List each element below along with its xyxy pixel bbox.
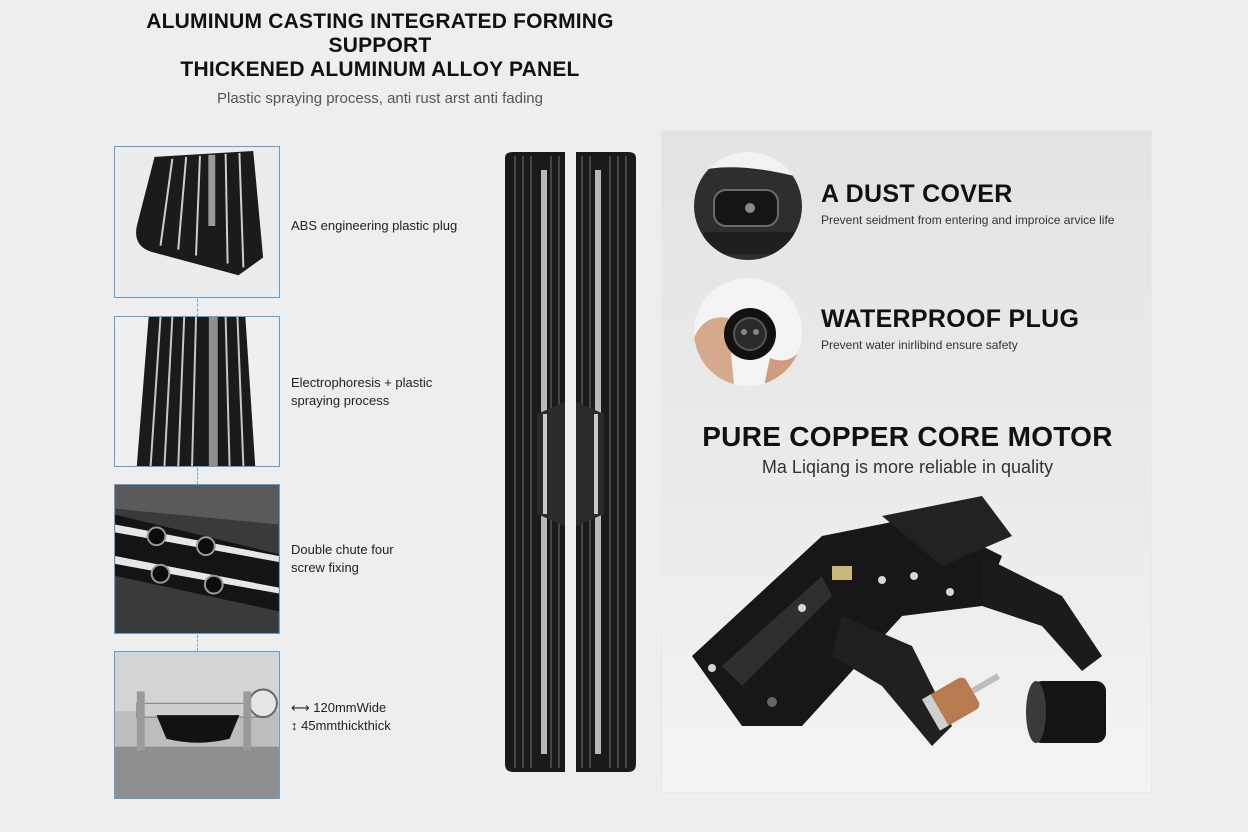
dust-cover-photo-icon bbox=[694, 152, 802, 260]
rail-left-icon bbox=[505, 152, 565, 772]
connector bbox=[197, 635, 198, 651]
caliper-photo-icon bbox=[115, 652, 279, 798]
feature-label-coating: Electrophoresis + plastic spraying proce… bbox=[291, 374, 432, 410]
page-title-line-2: THICKENED ALUMINUM ALLOY PANEL bbox=[180, 58, 580, 81]
motor-heading: PURE COPPER CORE MOTOR bbox=[702, 421, 1113, 452]
thumb-end-plug bbox=[114, 146, 280, 298]
waterproof-plug-photo-icon bbox=[694, 278, 802, 386]
feature-label-line: spraying process bbox=[291, 393, 390, 408]
page-subtitle: Plastic spraying process, anti rust arst… bbox=[217, 90, 543, 107]
rail-right-icon bbox=[576, 152, 636, 772]
motor-subheading: Ma Liqiang is more reliable in quality bbox=[761, 457, 1054, 477]
connector bbox=[197, 299, 198, 316]
screw-fixing-photo-icon bbox=[115, 485, 279, 633]
waterproof-plug-heading: WATERPROOF PLUG bbox=[821, 305, 1080, 333]
connector bbox=[197, 468, 198, 484]
motor-assembly-photo-icon bbox=[692, 496, 1106, 746]
feature-label-dimensions: ⟷ 120mmWide ↕ 45mmthickthick bbox=[291, 699, 391, 735]
feature-panel: A DUST COVER Prevent seidment from enter… bbox=[661, 130, 1152, 793]
running-board-rail-right bbox=[574, 152, 638, 772]
feature-label-plug: ABS engineering plastic plug bbox=[291, 217, 457, 235]
feature-label-width: ⟷ 120mmWide bbox=[291, 700, 387, 715]
running-board-rail-left bbox=[503, 152, 567, 772]
feature-label-line: screw fixing bbox=[291, 560, 359, 575]
feature-label-line: Electrophoresis + plastic bbox=[291, 375, 433, 390]
page-title-line-1: ALUMINUM CASTING INTEGRATED FORMING SUPP… bbox=[146, 10, 614, 57]
thumb-screw-fixing bbox=[114, 484, 280, 634]
feature-label-thickness: ↕ 45mmthickthick bbox=[291, 718, 391, 733]
waterproof-plug-desc: Prevent water inirlibind ensure safety bbox=[821, 338, 1018, 352]
thumb-profile bbox=[114, 316, 280, 467]
motor-assembly-photo bbox=[682, 496, 1142, 786]
dust-cover-heading: A DUST COVER bbox=[821, 180, 1013, 208]
thumb-caliper-measure bbox=[114, 651, 280, 799]
feature-label-screws: Double chute four screw fixing bbox=[291, 541, 394, 577]
header: ALUMINUM CASTING INTEGRATED FORMING SUPP… bbox=[100, 10, 660, 108]
dust-cover-desc: Prevent seidment from entering and impro… bbox=[821, 213, 1115, 227]
waterproof-plug-photo bbox=[694, 278, 802, 386]
profile-photo-icon bbox=[115, 317, 279, 466]
end-plug-photo-icon bbox=[115, 147, 279, 297]
dust-cover-photo bbox=[694, 152, 802, 260]
feature-label-line: ABS engineering plastic plug bbox=[291, 218, 458, 233]
feature-label-line: Double chute four bbox=[291, 542, 394, 557]
